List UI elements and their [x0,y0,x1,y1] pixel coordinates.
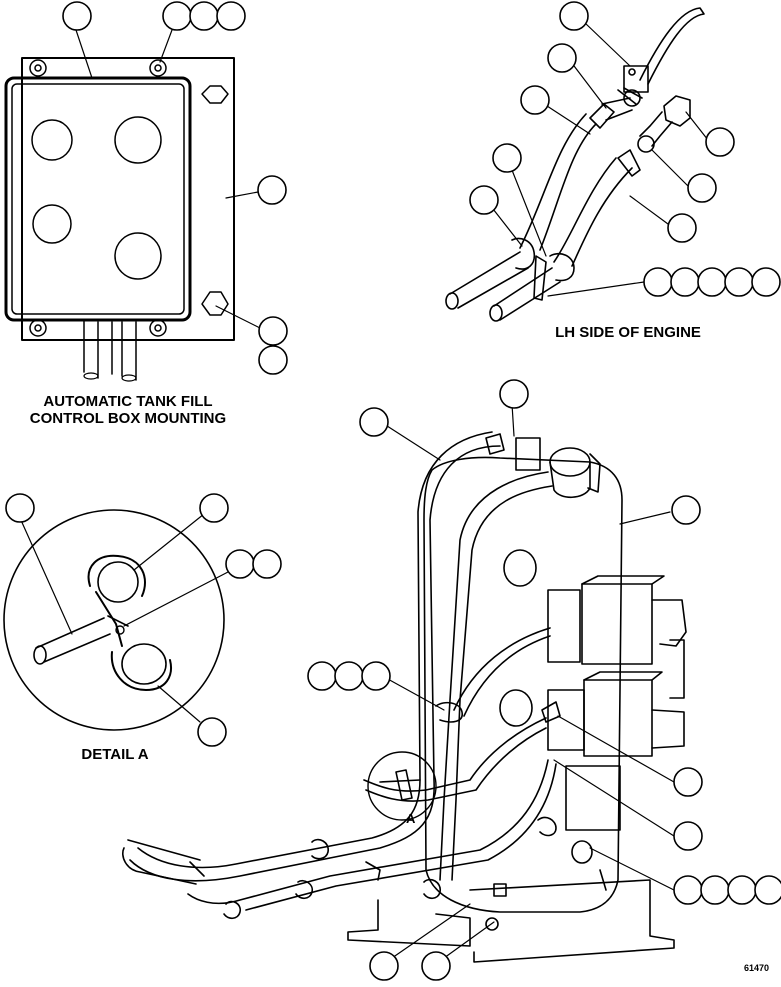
engine-side-view [445,7,709,322]
detail-a-view [3,509,229,731]
caption-control-box-line-2: CONTROL BOX MOUNTING [29,410,227,427]
figure-number: 61470 [744,963,770,973]
corner-screws [29,59,167,337]
caption-control-box-line-1: AUTOMATIC TANK FILL [43,393,213,410]
caption-lh-side-of-engine: LH SIDE OF ENGINE [555,324,701,341]
detail-marker-letter: A [406,811,416,826]
control-box-view [4,29,261,382]
caption-control-box-mounting: AUTOMATIC TANK FILL CONTROL BOX MOUNTING [18,393,238,427]
callout-balloons [5,1,781,981]
caption-detail-a: DETAIL A [81,746,149,763]
main-assembly-view [122,403,687,963]
